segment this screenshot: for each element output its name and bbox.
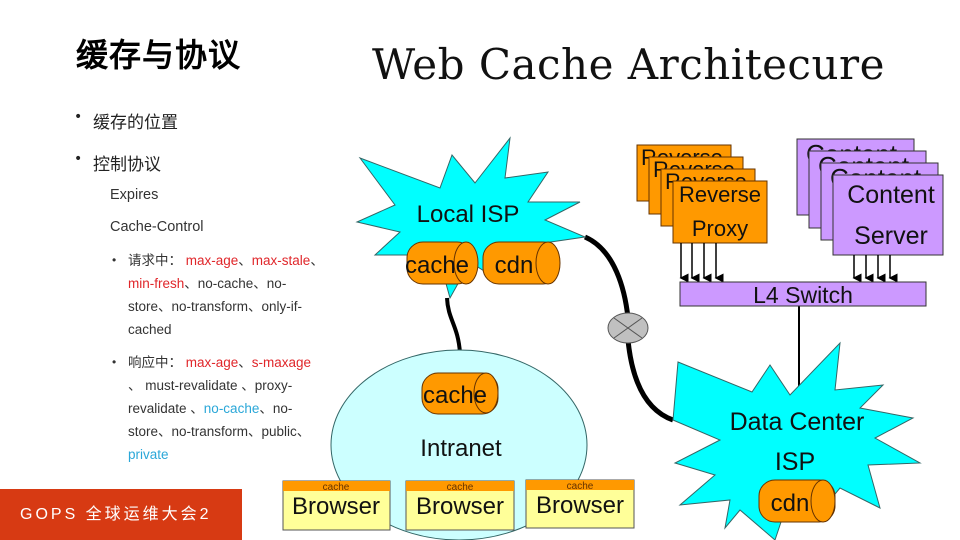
directive-keyword: max-stale (251, 253, 311, 268)
directive-separator: 、 (310, 253, 324, 268)
content-server-label-1: Content (847, 181, 935, 209)
response-directives: • 响应中： max-age、s-maxage 、 must-revalidat… (112, 351, 327, 466)
reverse-proxy-stack: Reverse Reverse Reverse Reverse Proxy (636, 144, 768, 244)
bullet-label: 缓存的位置 (93, 113, 178, 133)
link-local-isp-intranet (445, 297, 462, 354)
l4-switch-box (679, 281, 927, 307)
server-arrows (852, 255, 898, 283)
slide-title: 缓存与协议 (76, 36, 242, 74)
bullet-control-protocol: 控制协议 (74, 150, 161, 175)
directive-separator: 、 (238, 355, 252, 370)
browser-cache-label: cache (323, 482, 350, 493)
bullet-dot: • (112, 355, 117, 369)
browser-label: Browser (292, 493, 380, 520)
browser-label: Browser (536, 492, 624, 519)
directive-keyword: max-age (185, 355, 239, 370)
directive-keyword: private (128, 447, 169, 462)
intranet-ellipse (330, 349, 588, 540)
link-router-datacenter (625, 339, 674, 423)
bullet-label: 控制协议 (93, 155, 161, 175)
reverse-proxy-label-2: Proxy (692, 216, 748, 241)
data-center-label-1: Data Center (730, 408, 865, 436)
diagram-title: Web Cache Architecure (372, 40, 885, 89)
data-center-cdn-cylinder: cdn (758, 479, 836, 523)
content-server-label-2: Server (854, 222, 928, 250)
bullet-cache-location: 缓存的位置 (74, 108, 178, 133)
directive-separator: 、 (238, 253, 252, 268)
request-prefix: 请求中： (128, 253, 186, 268)
data-center-cloud (672, 341, 922, 540)
response-prefix: 响应中： (128, 355, 186, 370)
intranet-cache-cylinder: cache (421, 372, 499, 415)
local-isp-cdn-cylinder: cdn (482, 241, 561, 285)
browser-box-2: cache Browser (405, 480, 515, 531)
browser-label: Browser (416, 493, 504, 520)
intranet-label: Intranet (420, 435, 502, 462)
content-server-box (832, 174, 944, 256)
data-center-cdn-label: cdn (771, 490, 810, 517)
directive-keyword: max-age (185, 253, 239, 268)
browser-box-3: cache Browser (525, 479, 635, 529)
local-isp-label: Local ISP (417, 201, 520, 228)
browser-cache-label: cache (567, 481, 594, 492)
proxy-arrows (679, 243, 724, 283)
reverse-proxy-box (672, 180, 768, 244)
request-directives: • 请求中： max-age、max-stale、min-fresh、no-ca… (112, 249, 327, 341)
local-isp-cdn-label: cdn (495, 252, 534, 279)
directive-keyword: no-cache (203, 401, 260, 416)
local-isp-cache-cylinder: cache (405, 241, 479, 285)
request-directives-text: 请求中： max-age、max-stale、min-fresh、no-cach… (128, 249, 327, 341)
response-directives-text: 响应中： max-age、s-maxage 、 must-revalidate … (128, 351, 327, 466)
sub-item-cache-control: Cache-Control (110, 219, 204, 235)
directive-separator: 、no-cache、no-store、no-transform、only-if-… (128, 276, 303, 337)
reverse-proxy-label-1: Reverse (679, 182, 761, 207)
local-isp-cache-label: cache (405, 252, 469, 279)
directive-keyword: s-maxage (251, 355, 312, 370)
directive-keyword: min-fresh (128, 276, 185, 291)
directive-separator: 、no-store、no-transform、public、 (128, 401, 311, 439)
content-server-stack: Content Content Content Content Server (796, 138, 944, 256)
link-local-isp-router (583, 234, 631, 319)
sub-item-expires: Expires (110, 187, 159, 203)
bullet-dot: • (112, 253, 117, 267)
router-icon (607, 312, 649, 344)
data-center-label-2: ISP (775, 448, 815, 476)
intranet-cache-label: cache (423, 382, 487, 409)
l4-switch-label: L4 Switch (753, 282, 853, 308)
browser-box-1: cache Browser (282, 480, 391, 531)
footer-banner: GOPS 全球运维大会2 (0, 489, 242, 540)
browser-cache-label: cache (447, 482, 474, 493)
directive-separator: 、 must-revalidate 、proxy-revalidate 、 (128, 378, 293, 416)
